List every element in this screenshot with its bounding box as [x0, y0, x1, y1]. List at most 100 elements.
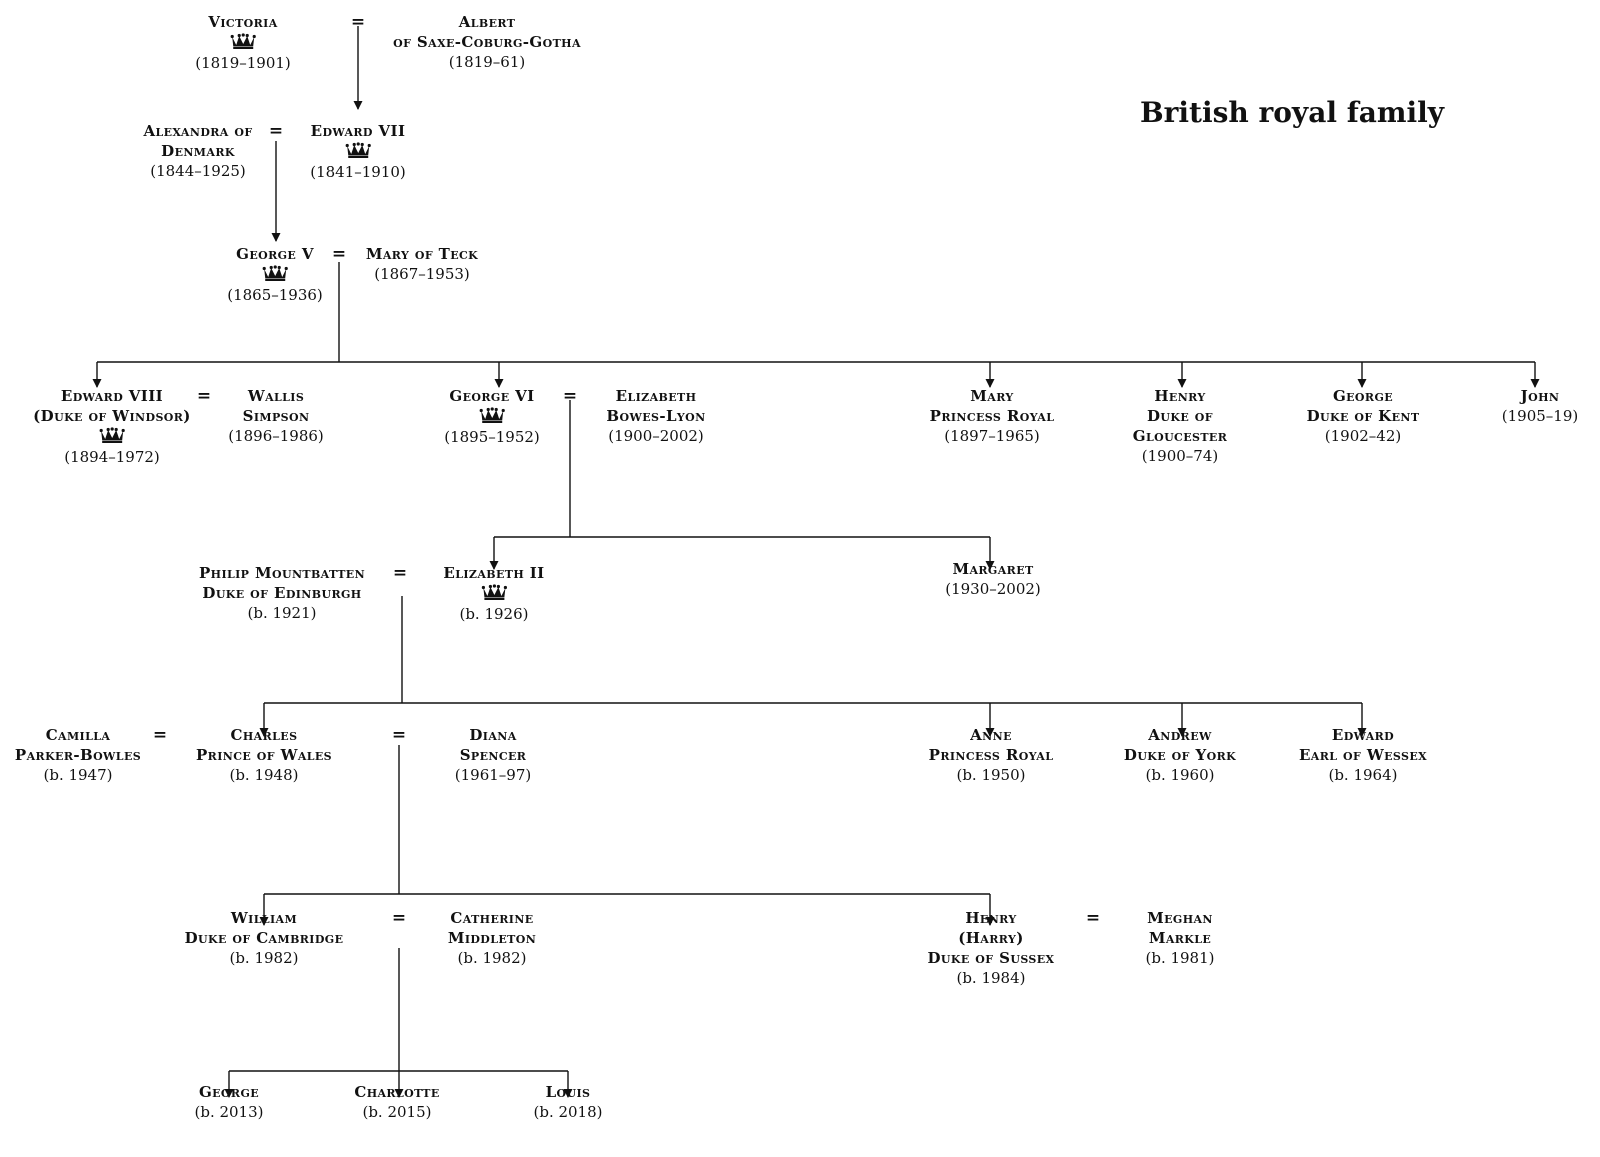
- person-dates: (1900–2002): [608, 427, 704, 445]
- person-name-line: Duke of Sussex: [927, 949, 1055, 967]
- person-name-line: Victoria: [208, 13, 278, 31]
- arrowhead: [985, 728, 995, 737]
- arrowhead: [985, 379, 995, 388]
- person-margaret: Margaret(1930–2002): [945, 559, 1041, 599]
- person-mary-teck: Mary of Teck(1867–1953): [366, 244, 478, 284]
- person-dates: (b. 2013): [194, 1103, 264, 1121]
- person-name-line: (Duke of Windsor): [33, 407, 191, 425]
- person-name-line: Margaret: [952, 560, 1034, 578]
- person-name-line: Charles: [230, 726, 298, 744]
- person-name-line: Bowes-Lyon: [606, 407, 706, 425]
- arrowhead: [489, 561, 499, 570]
- person-dates: (b. 1926): [459, 605, 529, 623]
- marriage-symbol-camilla-charles: =: [152, 725, 168, 745]
- crown-icon: [195, 33, 291, 53]
- person-name-line: (Harry): [958, 929, 1024, 947]
- person-dates: (1844–1925): [150, 162, 246, 180]
- person-name-line: Duke of York: [1123, 746, 1237, 764]
- arrowhead: [259, 728, 269, 737]
- marriage-symbol-harry-meghan: =: [1085, 908, 1101, 928]
- arrowhead: [563, 1089, 573, 1098]
- person-harry: Henry (Harry) Duke of Sussex (b. 1984): [928, 908, 1055, 988]
- person-dates: (1896–1986): [228, 427, 324, 445]
- person-edward8: Edward VIII(Duke of Windsor)(1894–1972): [33, 386, 191, 467]
- person-edward7: Edward VII (1841–1910): [310, 121, 406, 182]
- arrowhead: [92, 379, 102, 388]
- person-dates: (1961–97): [454, 766, 532, 784]
- person-name-line: Princess Royal: [929, 407, 1055, 425]
- person-dates: (b. 1948): [229, 766, 299, 784]
- person-name-line: Gloucester: [1132, 427, 1228, 445]
- person-dates: (b. 1921): [247, 604, 317, 622]
- person-dates: (b. 1950): [956, 766, 1026, 784]
- arrowhead: [494, 379, 504, 388]
- person-name-line: Louis: [545, 1083, 591, 1101]
- marriage-symbol-alexandra-edward7: =: [268, 121, 284, 141]
- person-john: John(1905–19): [1502, 386, 1578, 426]
- person-charlotte: Charlotte (b. 2015): [354, 1082, 439, 1122]
- person-name-line: Princess Royal: [928, 746, 1054, 764]
- person-name-line: Albert: [458, 13, 516, 31]
- person-george5: George V(1865–1936): [227, 244, 323, 305]
- person-dates: (b. 1982): [229, 949, 299, 967]
- person-dates: (b. 1984): [956, 969, 1026, 987]
- person-name-line: Charlotte: [354, 1083, 440, 1101]
- person-name-line: Prince of Wales: [195, 746, 333, 764]
- person-name-line: Markle: [1148, 929, 1212, 947]
- arrowhead: [985, 917, 995, 926]
- person-name-line: Parker-Bowles: [14, 746, 142, 764]
- person-name-line: John: [1520, 387, 1560, 405]
- person-name-line: Duke of Cambridge: [184, 929, 344, 947]
- person-victoria: Victoria (1819–1901): [195, 12, 291, 73]
- person-elizabeth2: Elizabeth II (b. 1926): [443, 563, 544, 624]
- person-name-line: Elizabeth II: [443, 564, 545, 582]
- marriage-symbol-william-catherine: =: [391, 908, 407, 928]
- person-name-line: Edward VII: [310, 122, 406, 140]
- person-name-line: Simpson: [242, 407, 310, 425]
- person-name-line: of Saxe-Coburg-Gotha: [393, 33, 581, 51]
- person-name-line: George: [1332, 387, 1394, 405]
- person-name-line: Mary of Teck: [365, 245, 479, 263]
- arrowhead: [353, 101, 363, 110]
- person-dates: (1900–74): [1141, 447, 1219, 465]
- person-dates: (1841–1910): [310, 163, 406, 181]
- arrowhead: [1357, 728, 1367, 737]
- marriage-symbol-victoria-albert: =: [350, 12, 366, 32]
- person-name-line: Henry: [965, 909, 1017, 927]
- person-name-line: Edward: [1331, 726, 1395, 744]
- crown-icon: [227, 265, 323, 285]
- arrowhead: [394, 1089, 404, 1098]
- person-george: George(b. 2013): [194, 1082, 263, 1122]
- diagram-title: British royal family: [1140, 96, 1445, 129]
- person-name-line: Wallis: [247, 387, 305, 405]
- person-name-line: Philip Mountbatten: [198, 564, 366, 582]
- person-dates: (b. 1982): [457, 949, 527, 967]
- arrowhead: [985, 561, 995, 570]
- arrowhead: [1177, 728, 1187, 737]
- person-dates: (1902–42): [1324, 427, 1402, 445]
- arrowhead: [1530, 379, 1540, 388]
- person-louis: Louis (b. 2018): [533, 1082, 602, 1122]
- person-dates: (1819–1901): [195, 54, 291, 72]
- person-dates: (1865–1936): [227, 286, 323, 304]
- person-dates: (b. 2015): [362, 1103, 432, 1121]
- marriage-symbol-george6-eliz-bl: =: [562, 386, 578, 406]
- person-name-line: Henry: [1154, 387, 1206, 405]
- person-dates: (1894–1972): [64, 448, 160, 466]
- person-dates: (b. 2018): [533, 1103, 603, 1121]
- person-name-line: William: [230, 909, 298, 927]
- person-dates: (b. 1964): [1328, 766, 1398, 784]
